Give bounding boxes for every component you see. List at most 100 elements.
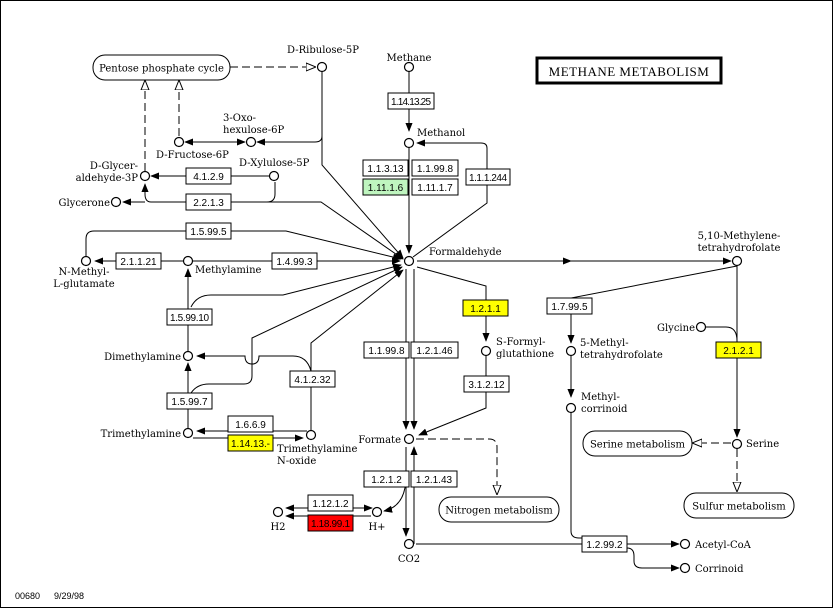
enzyme-ec-1-5-99-10[interactable]: 1.5.99.10 — [166, 308, 213, 326]
enzyme-ec-1-12-1-2[interactable]: 1.12.1.2 — [307, 494, 354, 512]
map-link-label: Pentose phosphate cycle — [99, 64, 224, 75]
enzyme-ec-1-7-99-5[interactable]: 1.7.99.5 — [546, 297, 593, 315]
compound-trimethylamine[interactable]: Trimethylamine — [101, 427, 194, 441]
map-link-label: Nitrogen metabolism — [445, 506, 553, 517]
enzyme-ec-1-14-13-x[interactable]: 1.14.13.- — [227, 434, 274, 452]
compound-s-formylglutathione[interactable]: S-Formyl-glutathione — [480, 337, 555, 360]
enzyme-ec-1-2-1-2[interactable]: 1.2.1.2 — [363, 470, 410, 488]
compound-methylamine[interactable]: Methylamine — [182, 255, 262, 277]
compound-label-line: Corrinoid — [695, 564, 744, 575]
map-link-pentose-phosphate-cycle[interactable]: Pentose phosphate cycle — [92, 54, 231, 81]
compound-node — [245, 136, 257, 148]
compound-label-line: Methane — [387, 53, 432, 64]
compound-serine[interactable]: Serine — [731, 438, 780, 450]
enzyme-ec-2-2-1-3[interactable]: 2.2.1.3 — [185, 193, 232, 211]
enzyme-ec-1-1-1-244[interactable]: 1.1.1.244 — [465, 168, 511, 186]
compound-dimethylamine[interactable]: Dimethylamine — [104, 350, 194, 364]
compound-label-line: Glycine — [657, 323, 695, 334]
enzyme-ec-1-5-99-7[interactable]: 1.5.99.7 — [166, 392, 213, 410]
edge-1-5-99-5 — [85, 230, 402, 261]
compound-n-methyl-l-glutamate[interactable]: N-Methyl-L-glutamate — [53, 255, 115, 291]
enzyme-box — [307, 514, 354, 532]
compound-formaldehyde[interactable]: Formaldehyde — [403, 247, 502, 267]
compound-label-line: 5-Methyl- — [580, 338, 629, 349]
enzyme-ec-1-2-99-2[interactable]: 1.2.99.2 — [581, 535, 628, 553]
enzyme-ec-3-1-2-12[interactable]: 3.1.2.12 — [463, 375, 510, 393]
compound-glycerone[interactable]: Glycerone — [58, 196, 122, 210]
enzyme-ec-1-2-1-1[interactable]: 1.2.1.1 — [462, 299, 509, 317]
enzyme-box — [363, 470, 410, 488]
compound-label: Glycine — [657, 323, 695, 334]
compound-label-line: Acetyl-CoA — [694, 540, 752, 551]
compound-3-oxo-hexulose-6p[interactable]: 3-Oxo-hexulose-6P — [223, 113, 284, 148]
compound-label: D-Ribulose-5P — [287, 45, 359, 56]
compound-acetyl-coa[interactable]: Acetyl-CoA — [679, 538, 752, 552]
compound-formate[interactable]: Formate — [358, 433, 415, 447]
enzyme-ec-2-1-2-1[interactable]: 2.1.2.1 — [715, 341, 762, 359]
compound-h2[interactable]: H2 — [270, 506, 286, 534]
compound-methylcorrinoid[interactable]: Methyl-corrinoid — [565, 392, 629, 415]
compound-corrinoid[interactable]: Corrinoid — [679, 562, 745, 576]
compound-methylene-thf[interactable]: 5,10-Methylene-tetrahydrofolate — [698, 231, 781, 267]
enzyme-box — [410, 341, 459, 359]
compound-label: Formaldehyde — [429, 247, 502, 258]
map-link-label: Sulfur metabolism — [692, 502, 786, 513]
compound-node — [268, 170, 280, 182]
compound-label-line: S-Formyl- — [496, 337, 546, 348]
footer-map-id: 00680 — [15, 591, 40, 601]
compound-co2[interactable]: CO2 — [398, 538, 420, 566]
enzyme-ec-1-6-6-9[interactable]: 1.6.6.9 — [227, 415, 274, 433]
enzyme-label: 1.5.99.5 — [190, 227, 227, 238]
enzyme-label: 1.2.1.46 — [416, 346, 453, 357]
compound-node — [371, 506, 383, 518]
map-link-border — [582, 430, 693, 457]
map-link-nitrogen-metabolism[interactable]: Nitrogen metabolism — [438, 496, 560, 523]
compound-label: 5-Methyl-tetrahydrofolate — [580, 338, 663, 361]
compound-label-line: Dimethylamine — [104, 352, 181, 363]
compound-glycine[interactable]: Glycine — [657, 321, 707, 335]
enzyme-box — [227, 415, 274, 433]
compound-label: Dimethylamine — [104, 352, 181, 363]
enzyme-ec-1-18-99-1[interactable]: 1.18.99.1 — [307, 514, 354, 532]
edge-1-5-99-7-formaldehyde — [190, 266, 403, 394]
compound-label: Methanol — [417, 128, 465, 139]
enzyme-ec-1-2-1-43[interactable]: 1.2.1.43 — [410, 470, 458, 488]
enzyme-ec-1-1-3-13[interactable]: 1.1.3.13 — [362, 159, 409, 177]
compound-methyl-thf[interactable]: 5-Methyl-tetrahydrofolate — [565, 338, 663, 361]
compound-node — [305, 429, 317, 441]
map-link-serine-metabolism[interactable]: Serine metabolism — [582, 430, 693, 457]
map-link-border — [438, 496, 560, 523]
enzyme-ec-4-1-2-32[interactable]: 4.1.2.32 — [289, 370, 336, 388]
compound-label-line: D-Ribulose-5P — [287, 45, 359, 56]
enzyme-label: 1.1.3.13 — [367, 164, 404, 175]
enzyme-ec-1-1-99-8-a[interactable]: 1.1.99.8 — [411, 159, 459, 177]
compound-d-xylulose-5p[interactable]: D-Xylulose-5P — [239, 158, 310, 182]
compound-d-fructose-6p[interactable]: D-Fructose-6P — [156, 136, 229, 162]
enzyme-ec-1-2-1-46[interactable]: 1.2.1.46 — [410, 341, 459, 359]
enzyme-ec-1-1-99-8-b[interactable]: 1.1.99.8 — [363, 341, 410, 359]
enzyme-ec-1-5-99-5[interactable]: 1.5.99.5 — [185, 222, 232, 240]
compound-label-line: L-glutamate — [53, 279, 115, 290]
enzyme-ec-2-1-1-21[interactable]: 2.1.1.21 — [115, 252, 162, 270]
enzyme-ec-1-14-13-25[interactable]: 1.14.13.25 — [387, 92, 435, 110]
enzyme-ec-1-11-1-6[interactable]: 1.11.1.6 — [362, 178, 409, 196]
enzyme-ec-1-4-99-3[interactable]: 1.4.99.3 — [271, 252, 318, 270]
map-link-sulfur-metabolism[interactable]: Sulfur metabolism — [683, 492, 795, 519]
compound-d-glyceraldehyde-3p[interactable]: D-Glycer-aldehyde-3P — [76, 161, 151, 184]
compound-h-plus[interactable]: H+ — [368, 506, 386, 534]
enzyme-ec-1-11-1-7[interactable]: 1.11.1.7 — [411, 178, 459, 196]
enzyme-box — [185, 193, 232, 211]
compound-methane[interactable]: Methane — [387, 53, 432, 73]
compound-label-line: N-Methyl- — [59, 267, 110, 278]
enzyme-box — [465, 168, 511, 186]
compound-label: Trimethylamine — [101, 429, 181, 440]
enzyme-ec-4-1-2-9[interactable]: 4.1.2.9 — [185, 167, 232, 185]
compound-methanol[interactable]: Methanol — [403, 128, 466, 149]
enzyme-label: 2.1.1.21 — [120, 257, 157, 268]
compound-label-line: Serine — [746, 439, 779, 450]
compound-label: D-Xylulose-5P — [239, 158, 310, 169]
compound-d-ribulose-5p[interactable]: D-Ribulose-5P — [287, 45, 359, 73]
